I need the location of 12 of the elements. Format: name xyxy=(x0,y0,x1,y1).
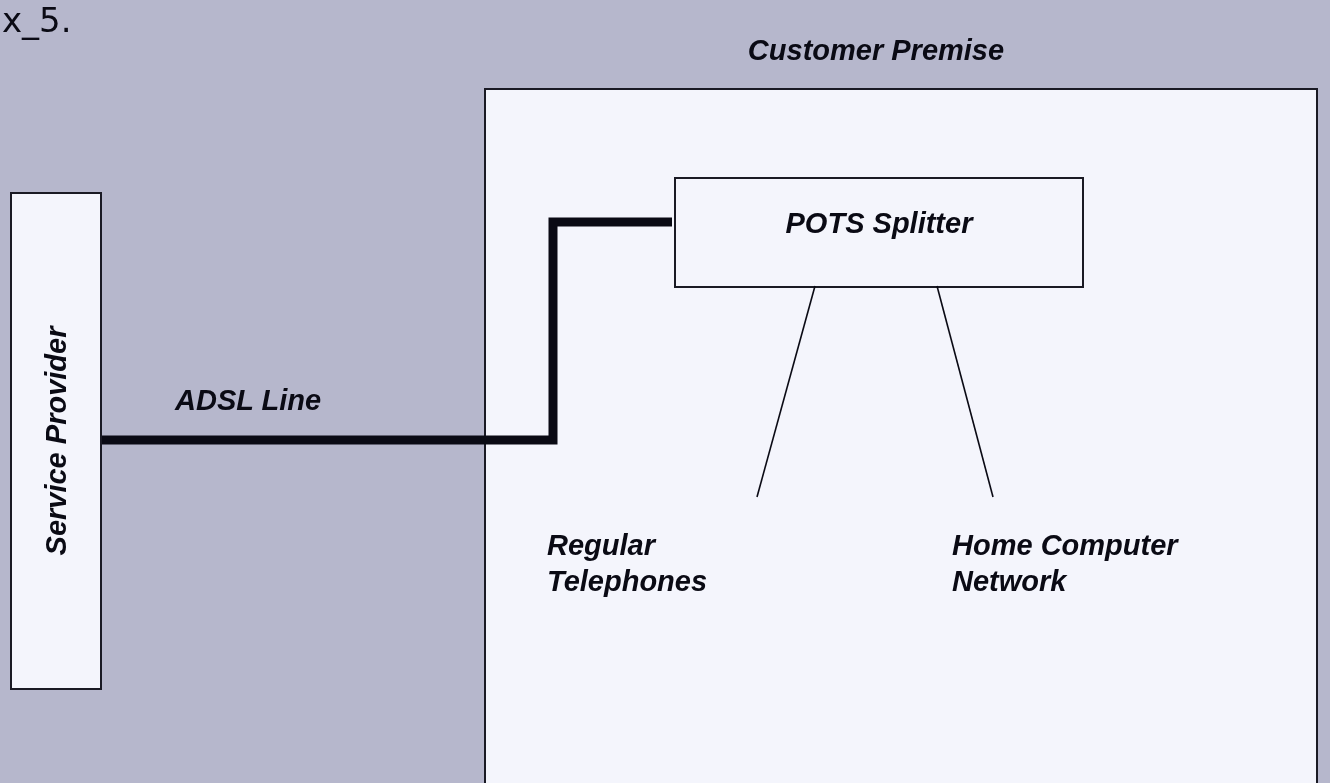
provider-box xyxy=(10,192,102,690)
device-label: Regular Telephones xyxy=(547,499,807,609)
node-label: Service Provider xyxy=(38,326,73,556)
edge-label: ADSL Line xyxy=(175,383,322,418)
connector-line xyxy=(936,285,994,498)
section-heading: Customer Premise xyxy=(746,33,1006,68)
connector-line xyxy=(756,285,816,498)
caption-fragment: x_5. xyxy=(2,2,72,40)
splitter-box xyxy=(674,177,1084,288)
node-label: POTS Splitter xyxy=(785,206,973,242)
line-connector xyxy=(102,217,672,445)
device-label: Home Computer Network xyxy=(952,499,1182,659)
